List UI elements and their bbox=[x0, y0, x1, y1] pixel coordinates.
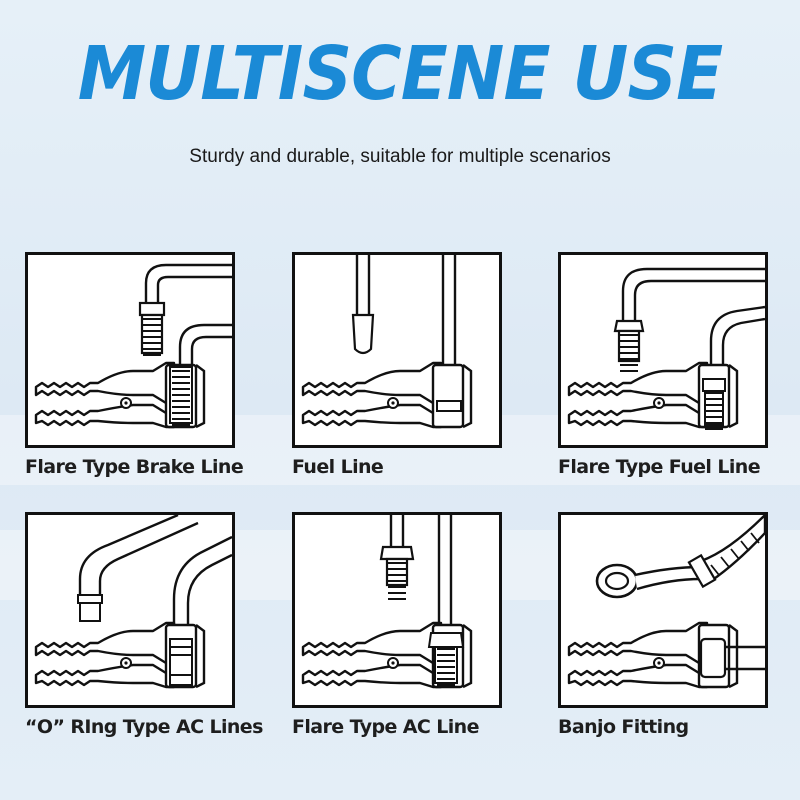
scene-label: Banjo Fitting bbox=[558, 716, 689, 738]
scene-label: Fuel Line bbox=[292, 456, 384, 478]
page-subtitle: Sturdy and durable, suitable for multipl… bbox=[189, 146, 611, 167]
fuel-line-clamp-icon bbox=[292, 252, 502, 448]
scene-card-flare-type-fuel-line: Flare Type Fuel Line bbox=[558, 252, 768, 478]
flare-ac-line-clamp-icon bbox=[292, 512, 502, 708]
scene-card-o-ring-type-ac-lines: “O” RIng Type AC Lines bbox=[25, 512, 263, 738]
o-ring-ac-line-clamp-icon bbox=[25, 512, 235, 708]
scene-card-flare-type-ac-line: Flare Type AC Line bbox=[292, 512, 502, 738]
flare-fuel-line-clamp-icon bbox=[558, 252, 768, 448]
scene-label: Flare Type Fuel Line bbox=[558, 456, 761, 478]
page-title: MULTISCENE USE bbox=[77, 31, 723, 117]
flare-brake-line-clamp-icon bbox=[25, 252, 235, 448]
scene-label: Flare Type Brake Line bbox=[25, 456, 244, 478]
scene-label: Flare Type AC Line bbox=[292, 716, 479, 738]
banjo-fitting-clamp-icon bbox=[558, 512, 768, 708]
scene-card-banjo-fitting: Banjo Fitting bbox=[558, 512, 768, 738]
scene-label: “O” RIng Type AC Lines bbox=[25, 716, 263, 738]
scene-card-flare-type-brake-line: Flare Type Brake Line bbox=[25, 252, 244, 478]
scene-card-fuel-line: Fuel Line bbox=[292, 252, 502, 478]
